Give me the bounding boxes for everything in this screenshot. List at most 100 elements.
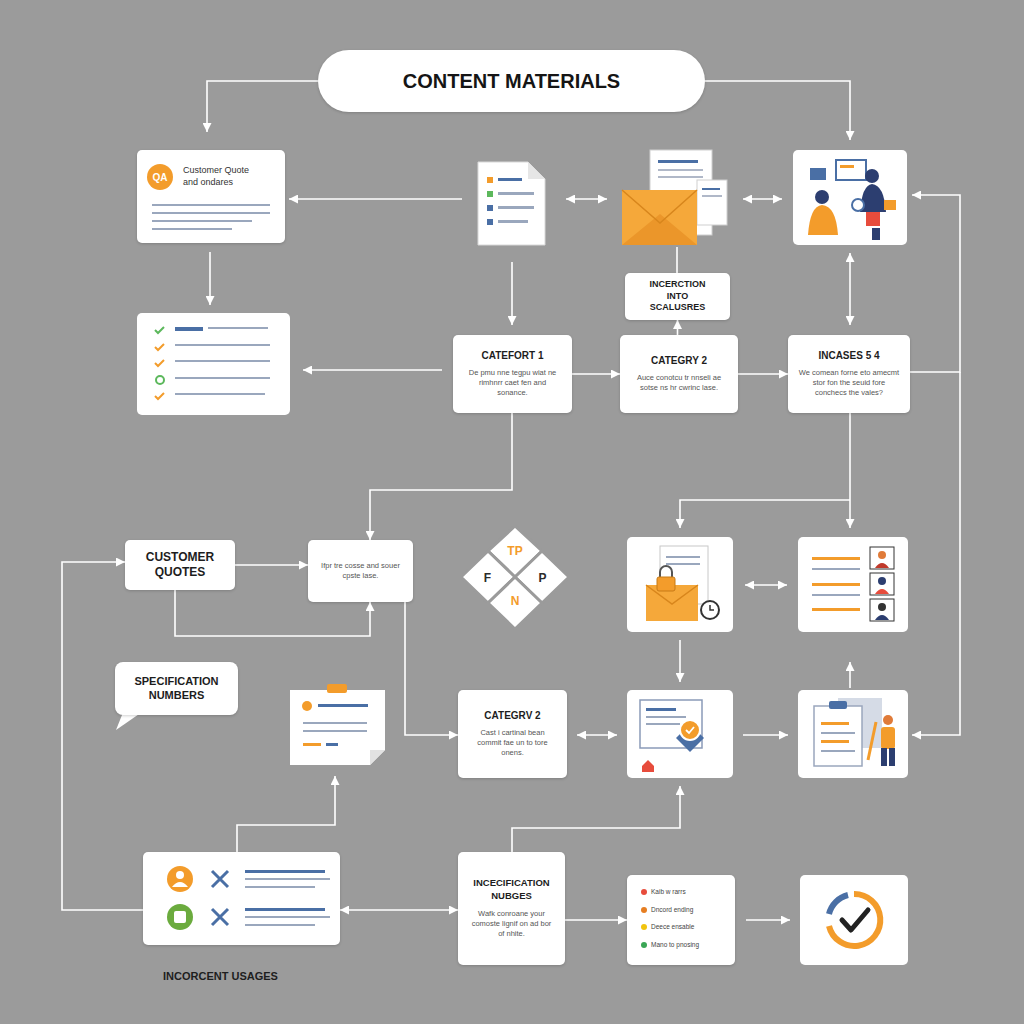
node-heading: INCECIFICATION NUBGES	[464, 877, 559, 902]
text-line	[812, 583, 860, 586]
secure-envelope-box	[627, 537, 733, 632]
person-body	[808, 205, 838, 235]
leg	[872, 228, 880, 240]
process-box: CATEGRY 2Auce conotcu tr nnseli ae sotse…	[620, 335, 738, 413]
flow-arrow	[679, 640, 681, 682]
node-heading: CATEGRV 2	[484, 710, 540, 721]
bullet	[487, 205, 493, 211]
tag	[866, 212, 880, 226]
flow-arrow	[511, 262, 513, 325]
person-head	[865, 169, 879, 183]
people-illustration	[793, 150, 907, 245]
text-line	[812, 594, 860, 596]
process-box: CUSTOMER QUOTES	[125, 540, 235, 590]
flow-arrow	[743, 734, 788, 736]
node-heading: INCORCENT USAGES	[163, 970, 278, 982]
text-line	[812, 557, 860, 560]
user-badge	[174, 911, 186, 923]
illustration-box	[137, 313, 290, 415]
node-text: Wafk conroane your comoste lignif on ad …	[464, 909, 559, 939]
text-line	[175, 393, 265, 395]
flow-arrow	[209, 252, 211, 305]
node-heading: CUSTOMER QUOTES	[135, 550, 225, 580]
avatar-head	[878, 603, 886, 611]
text-line	[821, 722, 849, 725]
checklist-box	[137, 313, 290, 415]
text-line	[812, 608, 860, 611]
text-line	[658, 169, 703, 171]
node-heading: QA	[147, 164, 173, 190]
flow-connector	[62, 562, 143, 910]
text-line	[821, 732, 855, 734]
text-line	[245, 924, 315, 926]
clock	[701, 601, 719, 619]
text-line	[326, 743, 338, 746]
flow-line	[676, 247, 678, 273]
cross-mark	[212, 909, 228, 925]
flow-arrow	[680, 500, 850, 528]
illustration-box	[798, 690, 908, 778]
node-heading: TP	[507, 544, 522, 558]
clip	[829, 701, 847, 709]
envelope-fold	[622, 214, 697, 245]
avatar-body	[875, 563, 889, 568]
text-line	[646, 708, 676, 711]
clock-hands	[710, 605, 714, 610]
flow-arrow	[849, 413, 851, 528]
flow-arrow	[303, 369, 442, 371]
text-line	[303, 730, 367, 732]
illustration-box	[627, 537, 733, 632]
envelope-body	[622, 190, 697, 245]
gear	[852, 199, 864, 211]
process-box: CATEGRV 2Cast i cartinal bean commit fae…	[458, 690, 567, 778]
illustration-box	[627, 690, 733, 778]
node-text: Dncord ending	[641, 907, 735, 914]
flow-arrow	[512, 786, 680, 852]
text-line	[658, 176, 703, 178]
illustration-box	[793, 150, 907, 245]
text-line	[208, 327, 268, 329]
check-mark	[155, 393, 164, 399]
text-line	[646, 723, 680, 725]
usage-icons	[167, 866, 330, 930]
node-heading: CATEFORT 1	[481, 350, 543, 361]
envelope-flap	[622, 190, 697, 223]
node-text: F	[484, 571, 491, 585]
avatar-head	[878, 551, 886, 559]
illustration-box	[798, 537, 908, 632]
note-tab	[327, 684, 347, 693]
node-text: P	[538, 571, 546, 585]
bullet	[487, 177, 493, 183]
text-line	[498, 178, 522, 181]
text-line	[152, 204, 270, 206]
node-heading: SPECIFICATION NUMBERS	[125, 675, 228, 703]
illustration-box	[800, 875, 908, 965]
text-line	[175, 360, 270, 362]
avatar-list-box	[798, 537, 908, 632]
page-shape	[478, 162, 545, 245]
node-heading: Kaib w rarrs	[641, 889, 735, 896]
text-line	[812, 568, 860, 570]
text-line	[245, 886, 315, 888]
bullet	[487, 191, 493, 197]
flow-arrow	[743, 198, 782, 200]
text-line	[702, 195, 722, 197]
badge	[680, 720, 700, 740]
text-line	[702, 188, 720, 190]
node-text: De pmu nne tegpu wiat ne rimhnrr caet fe…	[463, 368, 562, 398]
card	[810, 168, 826, 180]
avatar-head	[878, 577, 886, 585]
text-line	[303, 743, 321, 746]
node-text: Mano to pnosing	[641, 942, 735, 949]
node-text: N	[511, 594, 520, 608]
check-mark	[155, 327, 164, 333]
flow-connector	[405, 602, 458, 735]
layout-arrows	[207, 81, 960, 920]
process-box: CATEFORT 1 De pmu nne tegpu wiat ne rimhn…	[453, 335, 572, 413]
check-circle	[156, 376, 164, 384]
flow-arrow	[746, 919, 790, 921]
flow-arrow	[566, 198, 607, 200]
quote-lines	[152, 204, 270, 230]
decision-diamond: TP F P N	[460, 525, 570, 630]
